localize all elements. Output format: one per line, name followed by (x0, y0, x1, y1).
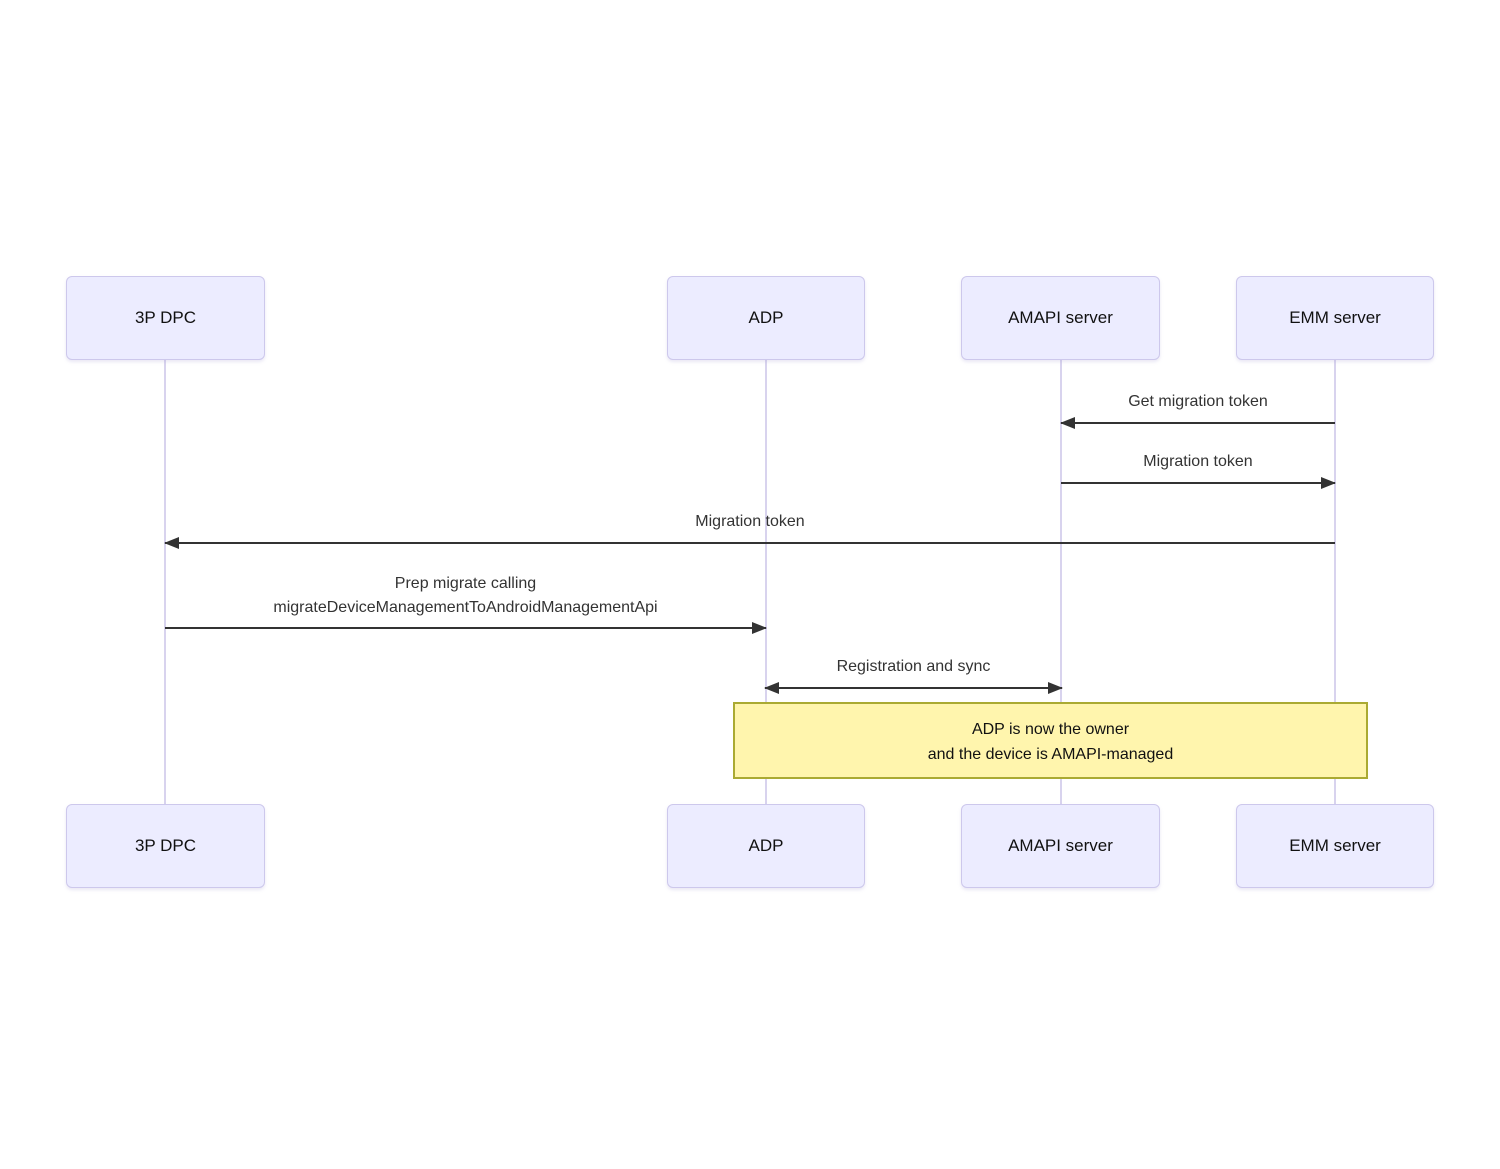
actor-label-emm-server: EMM server (1289, 308, 1381, 327)
lifeline-amapi-server (1060, 360, 1062, 805)
arrowhead-right-icon (1048, 682, 1063, 694)
arrowhead-right-icon (1321, 477, 1336, 489)
actor-top-adp: ADP (667, 276, 865, 360)
actor-bottom-adp: ADP (667, 804, 865, 888)
actor-label-emm-server: EMM server (1289, 836, 1381, 855)
message-arrow-registration-and-sync (764, 682, 1063, 694)
actor-bottom-amapi-server: AMAPI server (961, 804, 1160, 888)
note-line2: and the device is AMAPI-managed (927, 746, 1174, 763)
actor-label-amapi-server: AMAPI server (1008, 308, 1113, 327)
lifeline-emm-server (1334, 360, 1336, 805)
actor-bottom-3p-dpc: 3P DPC (66, 804, 265, 888)
message-arrow-migration-token-to-emm (1061, 477, 1336, 489)
message-label-prep-migrate: Prep migrate calling migrateDeviceManage… (165, 572, 766, 620)
message-label-migration-token-to-emm: Migration token (1143, 453, 1253, 470)
arrowhead-right-icon (752, 622, 767, 634)
actor-bottom-emm-server: EMM server (1236, 804, 1434, 888)
arrowhead-left-icon (764, 682, 779, 694)
message-arrow-migration-token-to-dpc (164, 537, 1335, 549)
actor-top-amapi-server: AMAPI server (961, 276, 1160, 360)
arrowhead-left-icon (1060, 417, 1075, 429)
message-label-registration-and-sync: Registration and sync (836, 658, 991, 675)
actor-label-3p-dpc: 3P DPC (134, 308, 197, 327)
actor-label-adp: ADP (748, 836, 784, 855)
message-label-migration-token-to-dpc: Migration token (695, 513, 805, 530)
actor-top-emm-server: EMM server (1236, 276, 1434, 360)
lifeline-adp (765, 360, 767, 805)
message-arrow-get-migration-token (1060, 417, 1335, 429)
note-line1: ADP is now the owner (971, 721, 1130, 738)
arrowhead-left-icon (164, 537, 179, 549)
actor-top-3p-dpc: 3P DPC (66, 276, 265, 360)
actor-label-amapi-server: AMAPI server (1008, 836, 1113, 855)
message-arrow-prep-migrate (165, 622, 767, 634)
actor-label-3p-dpc: 3P DPC (134, 836, 197, 855)
note-adp-owner: ADP is now the owner and the device is A… (733, 702, 1368, 779)
message-label-prep-migrate-line1: Prep migrate calling (394, 575, 537, 592)
message-label-get-migration-token: Get migration token (1128, 393, 1268, 410)
lifeline-3p-dpc (164, 360, 166, 805)
message-label-prep-migrate-line2: migrateDeviceManagementToAndroidManageme… (273, 599, 658, 616)
actor-label-adp: ADP (748, 308, 784, 327)
